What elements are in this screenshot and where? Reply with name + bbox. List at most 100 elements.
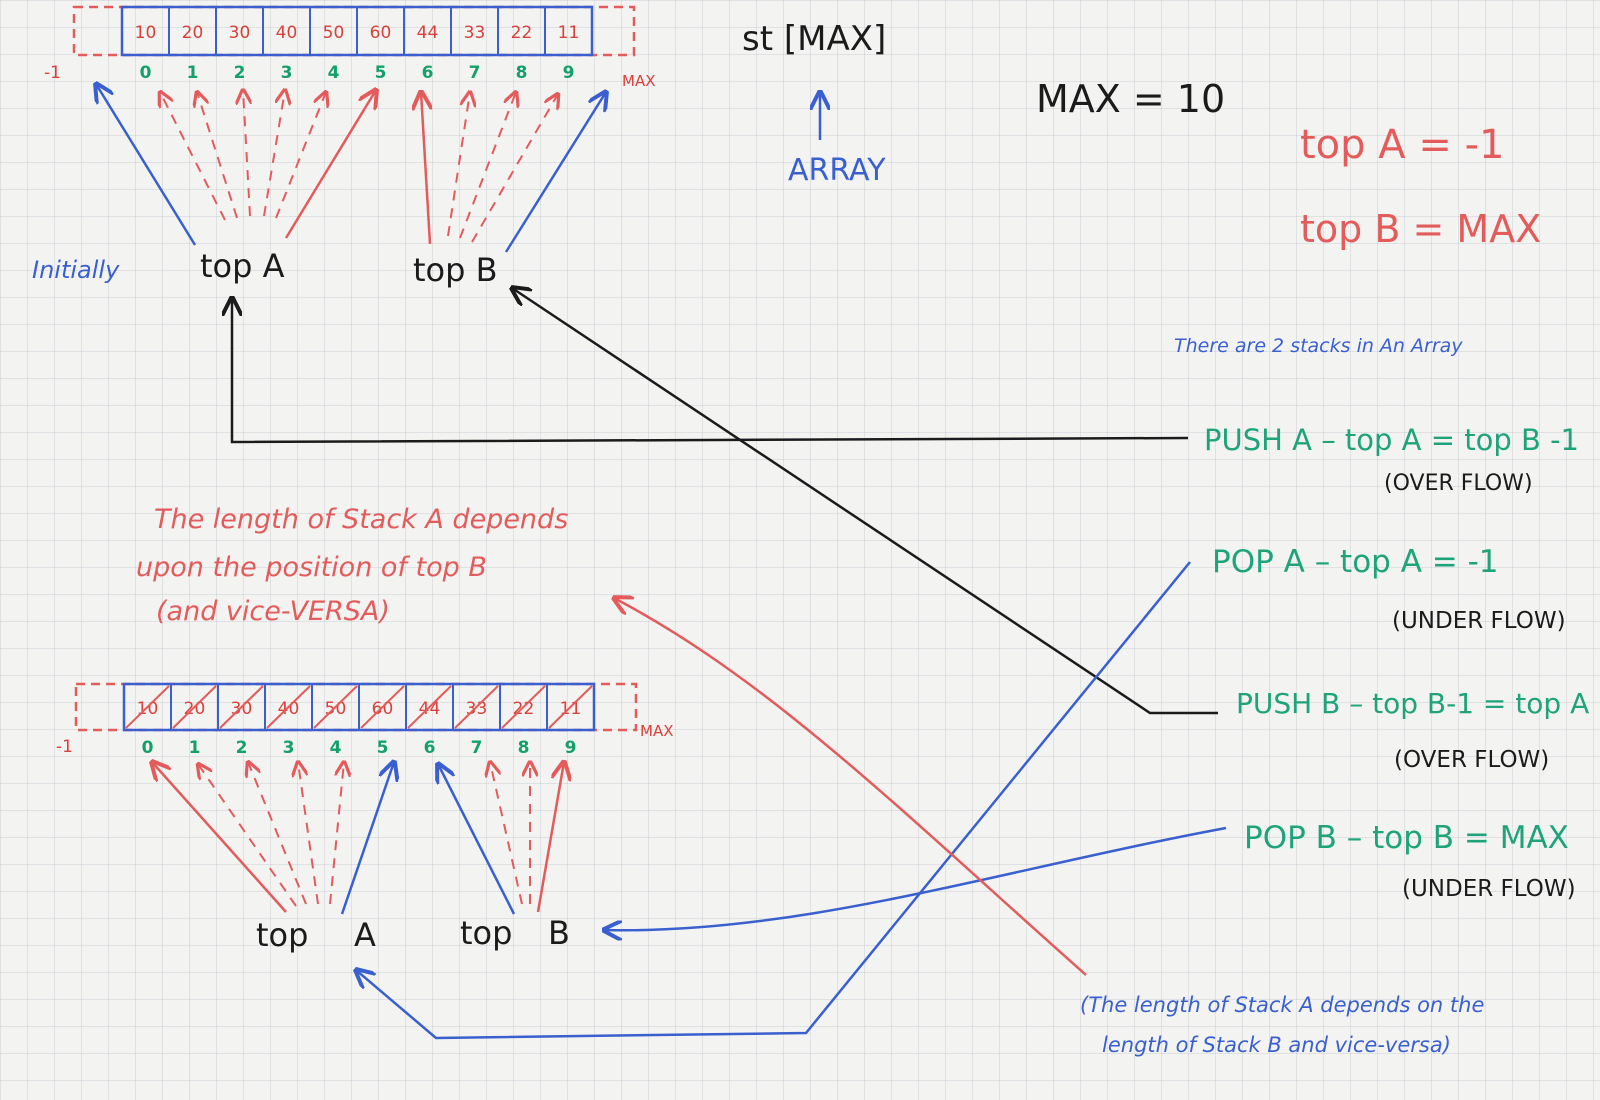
top-array-cell-value: 30 xyxy=(229,23,251,43)
top-b-init-label: top B = MAX xyxy=(1300,207,1541,251)
blue-note: (The length of Stack A depends on the le… xyxy=(1080,993,1484,1057)
bottom-a-dashed-arrow-4 xyxy=(329,762,344,905)
bottom-array-dashed-border xyxy=(74,682,638,732)
top-b-solid-arrow-6 xyxy=(421,92,430,245)
bottom-array-cell-value: 20 xyxy=(184,699,206,719)
push-a-overflow: (OVER FLOW) xyxy=(1384,471,1533,496)
top-array-index: 1 xyxy=(187,63,199,83)
bottom-array-max: MAX xyxy=(640,722,673,740)
push-a-condition: PUSH A – top A = top B -1 xyxy=(1204,423,1579,457)
pop-b-condition: POP B – top B = MAX xyxy=(1244,820,1569,856)
bottom-array-index: 2 xyxy=(236,738,248,758)
top-a-dashed-arrow-4 xyxy=(275,92,326,219)
bottom-a-dashed-arrow-3 xyxy=(298,762,319,905)
top-array-minus-one: -1 xyxy=(44,63,61,83)
bottom-array-cell-value: 40 xyxy=(278,699,300,719)
bottom-array-index: 0 xyxy=(142,738,154,758)
bottom-b-arrow-9 xyxy=(536,762,564,913)
bottom-array-cell-strike xyxy=(454,685,499,729)
bottom-a-arrow-0 xyxy=(152,762,287,913)
top-a-init-label: top A = -1 xyxy=(1300,122,1504,168)
bottom-array-index: 7 xyxy=(471,738,483,758)
top-b-initial-arrow xyxy=(504,92,606,253)
top-array-dashed-border xyxy=(72,5,636,57)
top-array-index: 7 xyxy=(469,63,481,83)
bottom-top-a-label: top xyxy=(256,916,308,954)
bottom-b-label: B xyxy=(548,914,570,952)
top-b-dashed-arrow-8 xyxy=(459,92,516,239)
push-b-condition: PUSH B – top B-1 = top A xyxy=(1236,687,1589,720)
bottom-array-cell-strike xyxy=(219,685,264,729)
bottom-array-index: 6 xyxy=(424,738,436,758)
top-b-dashed-arrow-7 xyxy=(447,92,470,237)
bottom-a-label: A xyxy=(354,916,376,954)
top-b-arrows xyxy=(421,92,606,253)
top-a-dashed-arrow-1 xyxy=(197,92,238,219)
bottom-array-cell-value: 60 xyxy=(372,699,394,719)
pop-a-underflow: (UNDER FLOW) xyxy=(1392,608,1566,634)
max-equals-label: MAX = 10 xyxy=(1036,77,1225,121)
bottom-top-b-arrows xyxy=(438,762,564,915)
bottom-array-cell-strike xyxy=(125,685,170,729)
bottom-array-cell-strike xyxy=(501,685,546,729)
bottom-array-cell-value: 44 xyxy=(419,699,441,719)
top-array-index: 8 xyxy=(516,63,528,83)
top-array-cell-value: 44 xyxy=(417,23,439,43)
bottom-b-dashed-arrow-7 xyxy=(490,762,523,905)
blue-note-line-1: (The length of Stack A depends on the xyxy=(1080,993,1484,1017)
bottom-array-index: 5 xyxy=(377,738,389,758)
top-a-dashed-arrow-2 xyxy=(243,90,250,217)
red-note-line-1: The length of Stack A depends xyxy=(154,504,568,535)
bottom-array-cell-value: 30 xyxy=(231,699,253,719)
push-a-connector xyxy=(232,298,1189,444)
bottom-top-b-label: top xyxy=(460,914,512,952)
bottom-array-index: 1 xyxy=(189,738,201,758)
array-label: ARRAY xyxy=(788,153,886,188)
top-a-dashed-arrow-0 xyxy=(160,92,226,221)
top-array-index: 9 xyxy=(563,63,575,83)
bottom-array-cell-strike xyxy=(313,685,358,729)
bottom-array-cell-strike xyxy=(407,685,452,729)
top-array-index: 3 xyxy=(281,63,293,83)
blue-note-line-2: length of Stack B and vice-versa) xyxy=(1102,1033,1451,1057)
bottom-b-arrow-6 xyxy=(438,764,516,915)
bottom-a-dashed-arrow-1 xyxy=(198,764,297,907)
top-array-max: MAX xyxy=(622,72,655,90)
two-stacks-note: There are 2 stacks in An Array xyxy=(1174,335,1463,357)
top-a-dashed-arrow-3 xyxy=(263,90,285,217)
bottom-array-cell-value: 50 xyxy=(325,699,347,719)
top-array-index: 5 xyxy=(375,63,387,83)
top-a-initial-arrow xyxy=(96,84,197,246)
bottom-array-cell-strike xyxy=(360,685,405,729)
top-array-index: 6 xyxy=(422,63,434,83)
top-array-cell-value: 40 xyxy=(276,23,298,43)
top-array-cell-value: 50 xyxy=(323,23,345,43)
bottom-array-index: 8 xyxy=(518,738,530,758)
red-note: The length of Stack A depends upon the p… xyxy=(136,504,568,627)
top-array-index: 0 xyxy=(140,63,152,83)
bottom-array-index: 9 xyxy=(565,738,577,758)
bottom-array-cell-value: 33 xyxy=(466,699,488,719)
top-array-index: 4 xyxy=(328,63,340,83)
bottom-array-minus-one: -1 xyxy=(56,737,73,757)
pop-b-underflow: (UNDER FLOW) xyxy=(1402,876,1576,902)
bottom-array-cell-value: 11 xyxy=(560,699,582,719)
red-note-line-2: upon the position of top B xyxy=(136,552,487,583)
bottom-array-cell-strike xyxy=(172,685,217,729)
initially-label: Initially xyxy=(32,256,120,284)
top-array-cell-value: 11 xyxy=(558,23,580,43)
st-max-label: st [MAX] xyxy=(742,19,886,59)
top-array-cell-value: 10 xyxy=(135,23,157,43)
top-a-solid-arrow-5 xyxy=(284,90,376,239)
pop-b-connector xyxy=(604,826,1227,930)
top-array-cell-value: 20 xyxy=(182,23,204,43)
top-array-cell-value: 22 xyxy=(511,23,533,43)
bottom-array-cell-strike xyxy=(266,685,311,729)
top-b-label: top B xyxy=(413,251,498,289)
top-array-cell-value: 60 xyxy=(370,23,392,43)
top-a-arrows xyxy=(96,84,376,246)
